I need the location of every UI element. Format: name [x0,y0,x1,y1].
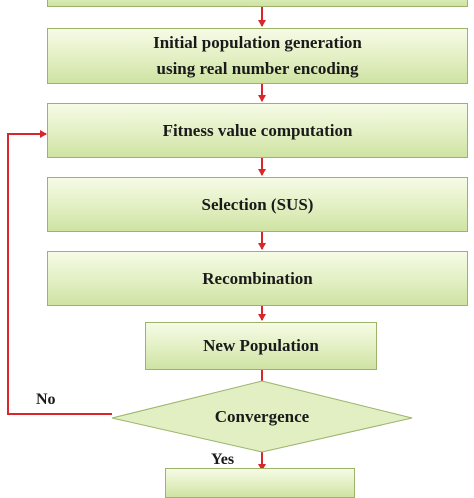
fitness-box: Fitness value computation [47,103,468,158]
new-population-label: New Population [203,336,319,355]
flow-connectors [7,5,413,471]
yes-label: Yes [211,451,235,468]
previous-step-box [47,0,468,7]
arrow-no-loop [7,130,112,415]
next-step-box [165,468,355,498]
selection-box: Selection (SUS) [47,177,468,232]
recombination-box: Recombination [47,251,468,306]
convergence-diamond [111,380,413,453]
no-label: No [36,391,56,408]
init-population-box: Initial population generation using real… [47,28,468,84]
fitness-label: Fitness value computation [162,120,353,140]
flowchart: Initial population generation using real… [7,0,468,498]
init-population-line2: using real number encoding [156,59,359,78]
recombination-label: Recombination [202,268,313,288]
convergence-label: Convergence [214,407,310,426]
new-population-box: New Population [145,322,377,370]
init-population-line1: Initial population generation [153,33,362,52]
selection-label: Selection (SUS) [201,194,314,214]
